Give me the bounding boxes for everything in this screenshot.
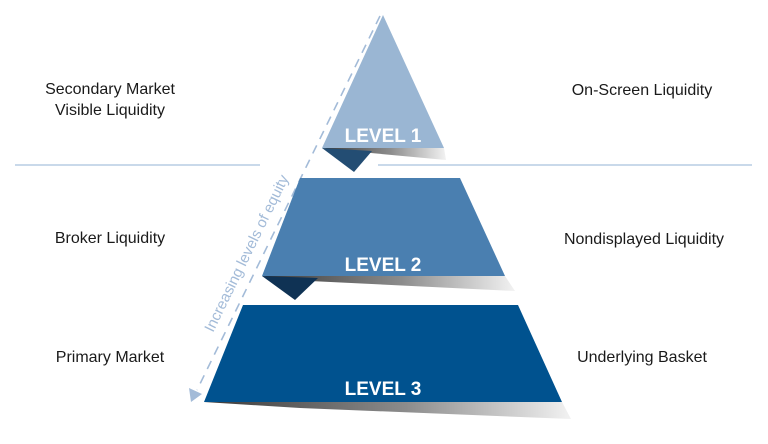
level-3-block: LEVEL 3 bbox=[204, 305, 571, 419]
level-3-label: LEVEL 3 bbox=[345, 379, 422, 400]
level-1-block: LEVEL 1 bbox=[322, 15, 446, 172]
level-3-right-label: Underlying Basket bbox=[577, 349, 707, 366]
level-1-right-label: On-Screen Liquidity bbox=[571, 82, 713, 99]
level-2-trapezoid bbox=[262, 178, 505, 276]
level-2-shadow bbox=[262, 276, 515, 291]
level-2-right-label: Nondisplayed Liquidity bbox=[563, 231, 725, 248]
level-2-label: LEVEL 2 bbox=[345, 255, 422, 276]
level-1-left-label-line2: Visible Liquidity bbox=[55, 102, 165, 119]
level-1-left-label: Secondary Market Visible Liquidity bbox=[30, 79, 190, 121]
level-2-left-label: Broker Liquidity bbox=[54, 230, 166, 247]
level-1-fold bbox=[322, 148, 372, 172]
level-2-fold bbox=[262, 276, 318, 300]
level-3-left-label: Primary Market bbox=[55, 349, 165, 366]
level-3-shadow bbox=[204, 402, 571, 419]
level-3-trapezoid bbox=[204, 305, 562, 402]
level-1-label: LEVEL 1 bbox=[345, 126, 422, 147]
level-1-triangle bbox=[322, 15, 444, 148]
level-2-block: LEVEL 2 bbox=[262, 178, 515, 300]
arrowhead-icon bbox=[189, 388, 202, 402]
level-1-left-label-line1: Secondary Market bbox=[45, 81, 175, 98]
